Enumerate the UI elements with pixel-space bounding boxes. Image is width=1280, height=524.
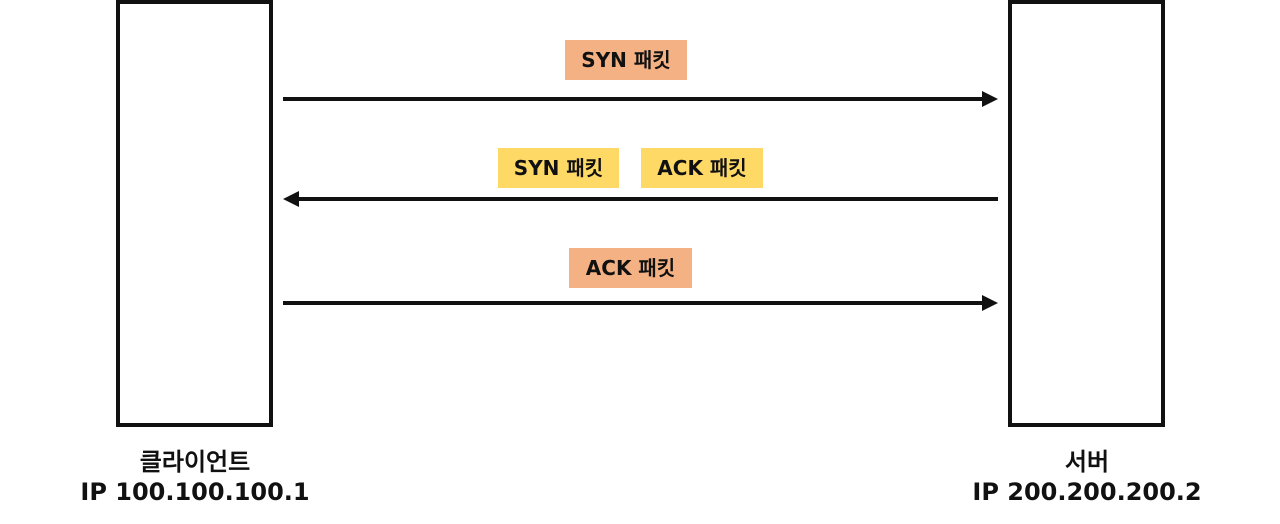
packet-tag-ack-client: ACK 패킷	[569, 248, 692, 288]
server-name: 서버	[1064, 448, 1110, 476]
packet-tag-syn-client: SYN 패킷	[565, 40, 687, 80]
client-name: 클라이언트	[139, 448, 251, 476]
packet-tag-syn-server: SYN 패킷	[498, 148, 619, 188]
server-ip: IP 200.200.200.2	[972, 478, 1202, 506]
client-ip: IP 100.100.100.1	[80, 478, 310, 506]
arrowhead-right-3	[982, 295, 998, 311]
arrowhead-right-1	[982, 91, 998, 107]
packet-tag-ack-server: ACK 패킷	[641, 148, 763, 188]
arrowhead-left-2	[283, 191, 299, 207]
client-label: 클라이언트 IP 100.100.100.1	[40, 447, 350, 507]
server-label: 서버 IP 200.200.200.2	[932, 447, 1242, 507]
server-box	[1008, 0, 1165, 427]
client-box	[116, 0, 273, 427]
